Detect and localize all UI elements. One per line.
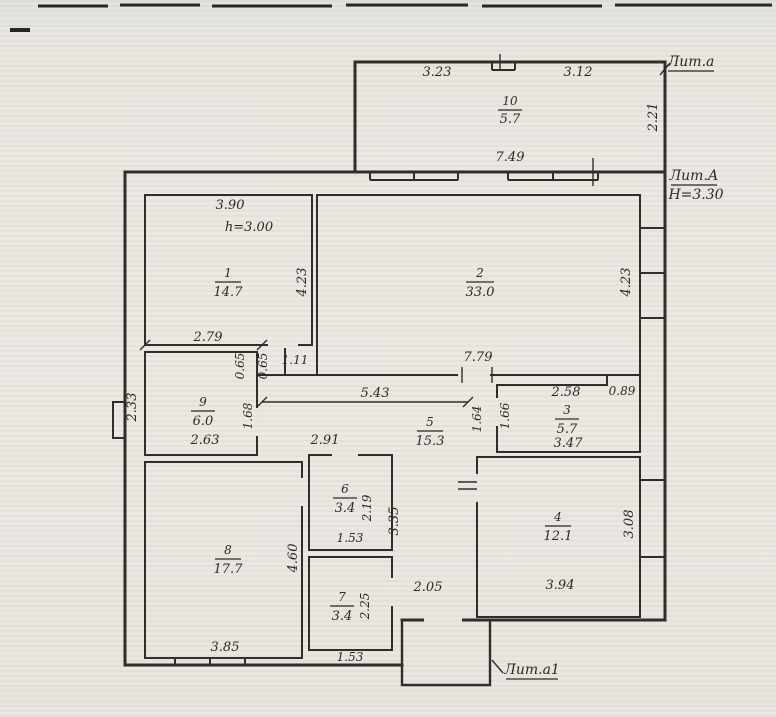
room2-number: 2	[475, 266, 484, 280]
room2-dim-bottom: 7.79	[464, 350, 493, 365]
room5-number: 5	[426, 415, 434, 429]
room2-area: 33.0	[466, 285, 495, 300]
window-top-left	[369, 172, 459, 181]
room9-number: 9	[199, 395, 207, 409]
building-height: Н=3.30	[667, 187, 723, 203]
room9-area: 6.0	[193, 414, 214, 429]
room6-dim-bottom: 1.53	[337, 531, 364, 545]
dim-tick	[256, 339, 268, 351]
window-left-wall	[112, 401, 126, 439]
room4-number: 4	[553, 510, 562, 524]
annex-label-tick	[659, 62, 671, 76]
room6-dim-right: 2.19	[360, 494, 374, 522]
room1-dim-height: 4.23	[295, 268, 310, 298]
room8-dim-bottom: 3.85	[211, 640, 240, 655]
room10-number: 10	[502, 94, 518, 108]
window-bottom	[174, 658, 246, 665]
labels: 3.23 3.12 Лит.а 10 5.7 2.21 7.49 Лит.А Н…	[125, 54, 724, 678]
annex-dim-top-right: 3.12	[564, 65, 593, 80]
room7-outline	[308, 556, 393, 651]
room8-outline	[144, 461, 303, 659]
room7-dim-right: 2.25	[358, 593, 372, 621]
room5-dim-left: 2.91	[310, 433, 340, 448]
room7-number: 7	[338, 590, 346, 604]
room7-dim-bottom: 1.53	[337, 650, 364, 664]
room3-dim-left: 1.66	[498, 402, 512, 429]
room8-dim-right: 4.60	[286, 544, 301, 574]
room9-dim-top-c: 1.11	[282, 353, 309, 367]
room5-area: 15.3	[416, 434, 445, 449]
label-bars	[191, 70, 717, 680]
room4-dim-right: 3.08	[622, 510, 637, 539]
room1-number: 1	[224, 266, 232, 280]
room4-ticks	[458, 481, 477, 490]
annex-label: Лит.а	[667, 54, 715, 70]
room9-dim-bottom: 2.63	[190, 433, 220, 448]
dim-tick	[256, 396, 268, 408]
room5-dim-top: 5.43	[361, 386, 390, 401]
room1-dim-width: 3.90	[216, 198, 245, 213]
room1-outline	[144, 194, 313, 346]
room4-dim-bottom: 3.94	[546, 578, 575, 593]
room7-area: 3.4	[332, 609, 353, 624]
room8-area: 17.7	[214, 562, 244, 577]
room3-dim-top-right: 0.89	[609, 384, 636, 398]
porch-tick	[491, 659, 504, 674]
window-symbols	[112, 62, 665, 665]
room3-dim-top: 2.58	[551, 385, 581, 400]
room9-dim-right: 1.68	[241, 402, 255, 429]
scan-artifacts	[10, 3, 772, 32]
room1-area: 14.7	[214, 285, 244, 300]
room3-number: 3	[563, 403, 571, 417]
room4-area: 12.1	[544, 529, 573, 544]
door-openings	[254, 342, 500, 623]
room4-outline	[476, 456, 641, 618]
room8-number: 8	[224, 543, 232, 557]
room5-dim-corridor: 2.05	[413, 580, 443, 595]
room3-dim-left-outer: 1.64	[470, 406, 484, 433]
room9-outline	[144, 351, 258, 456]
dim-tick	[462, 396, 474, 408]
room6-dim-outer-right: 3.35	[387, 507, 402, 536]
window-right-lower	[640, 479, 665, 558]
dim-tick	[139, 339, 151, 351]
annex-dim-right: 2.21	[646, 103, 661, 133]
room1-height-note: h=3.00	[225, 220, 273, 235]
room9-dim-top-a: 0.65	[233, 353, 247, 380]
annex-dim-top-left: 3.23	[423, 65, 452, 80]
room10-area: 5.7	[500, 112, 521, 127]
room2-dim-height: 4.23	[619, 268, 634, 298]
room6-number: 6	[341, 482, 349, 496]
dimension-ticks	[139, 54, 671, 674]
building-label: Лит.А	[668, 168, 718, 184]
room9-dim-top-b: 0.65	[256, 353, 270, 380]
room3-dim-bottom: 3.47	[554, 436, 584, 451]
window-annex	[491, 62, 516, 71]
room3-outline	[496, 374, 641, 453]
annex-dim-bottom: 7.49	[496, 150, 525, 165]
porch-outline	[400, 618, 492, 687]
door-frame-ticks	[461, 367, 493, 383]
porch-label: Лит.а1	[503, 662, 560, 678]
room3-area: 5.7	[557, 422, 578, 437]
room1-dim-bottom: 2.79	[193, 330, 223, 345]
window-right-upper	[640, 227, 665, 319]
window-top-right	[507, 172, 599, 181]
room9-dim-left: 2.33	[125, 393, 140, 423]
room6-area: 3.4	[335, 501, 356, 516]
